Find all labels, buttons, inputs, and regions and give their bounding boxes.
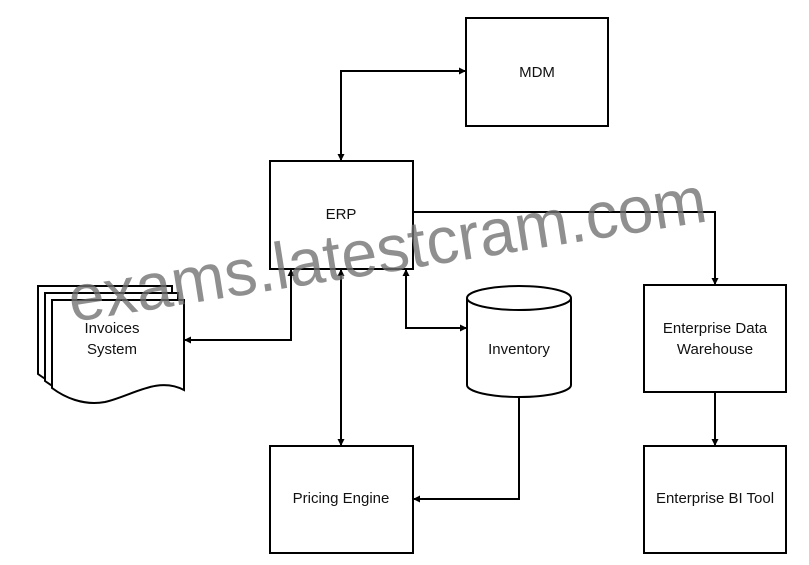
node-mdm: MDM	[465, 17, 609, 127]
node-erp: ERP	[269, 160, 414, 270]
edge-erp-invoices	[184, 269, 295, 344]
invoices-label-line1: Invoices	[84, 320, 139, 337]
node-enterprise-bi-tool: Enterprise BI Tool	[643, 445, 787, 554]
edw-label-line1: Enterprise Data	[663, 320, 768, 337]
invoices-label-line2: System	[87, 341, 137, 358]
edge-erp-edw	[413, 211, 719, 285]
node-invoices-system: Invoices System	[37, 285, 185, 404]
erp-label: ERP	[326, 206, 357, 223]
node-enterprise-data-warehouse: Enterprise Data Warehouse	[643, 284, 787, 393]
edw-label-line2: Warehouse	[677, 341, 753, 358]
node-inventory: Inventory	[466, 285, 572, 398]
inventory-label: Inventory	[488, 341, 550, 358]
edge-erp-mdm	[337, 67, 466, 161]
edge-inventory-pricing	[413, 396, 520, 503]
node-pricing-engine: Pricing Engine	[269, 445, 414, 554]
bi-tool-label: Enterprise BI Tool	[656, 490, 774, 507]
mdm-label: MDM	[519, 64, 555, 81]
pricing-engine-label: Pricing Engine	[293, 490, 390, 507]
edge-erp-inventory	[402, 269, 467, 332]
